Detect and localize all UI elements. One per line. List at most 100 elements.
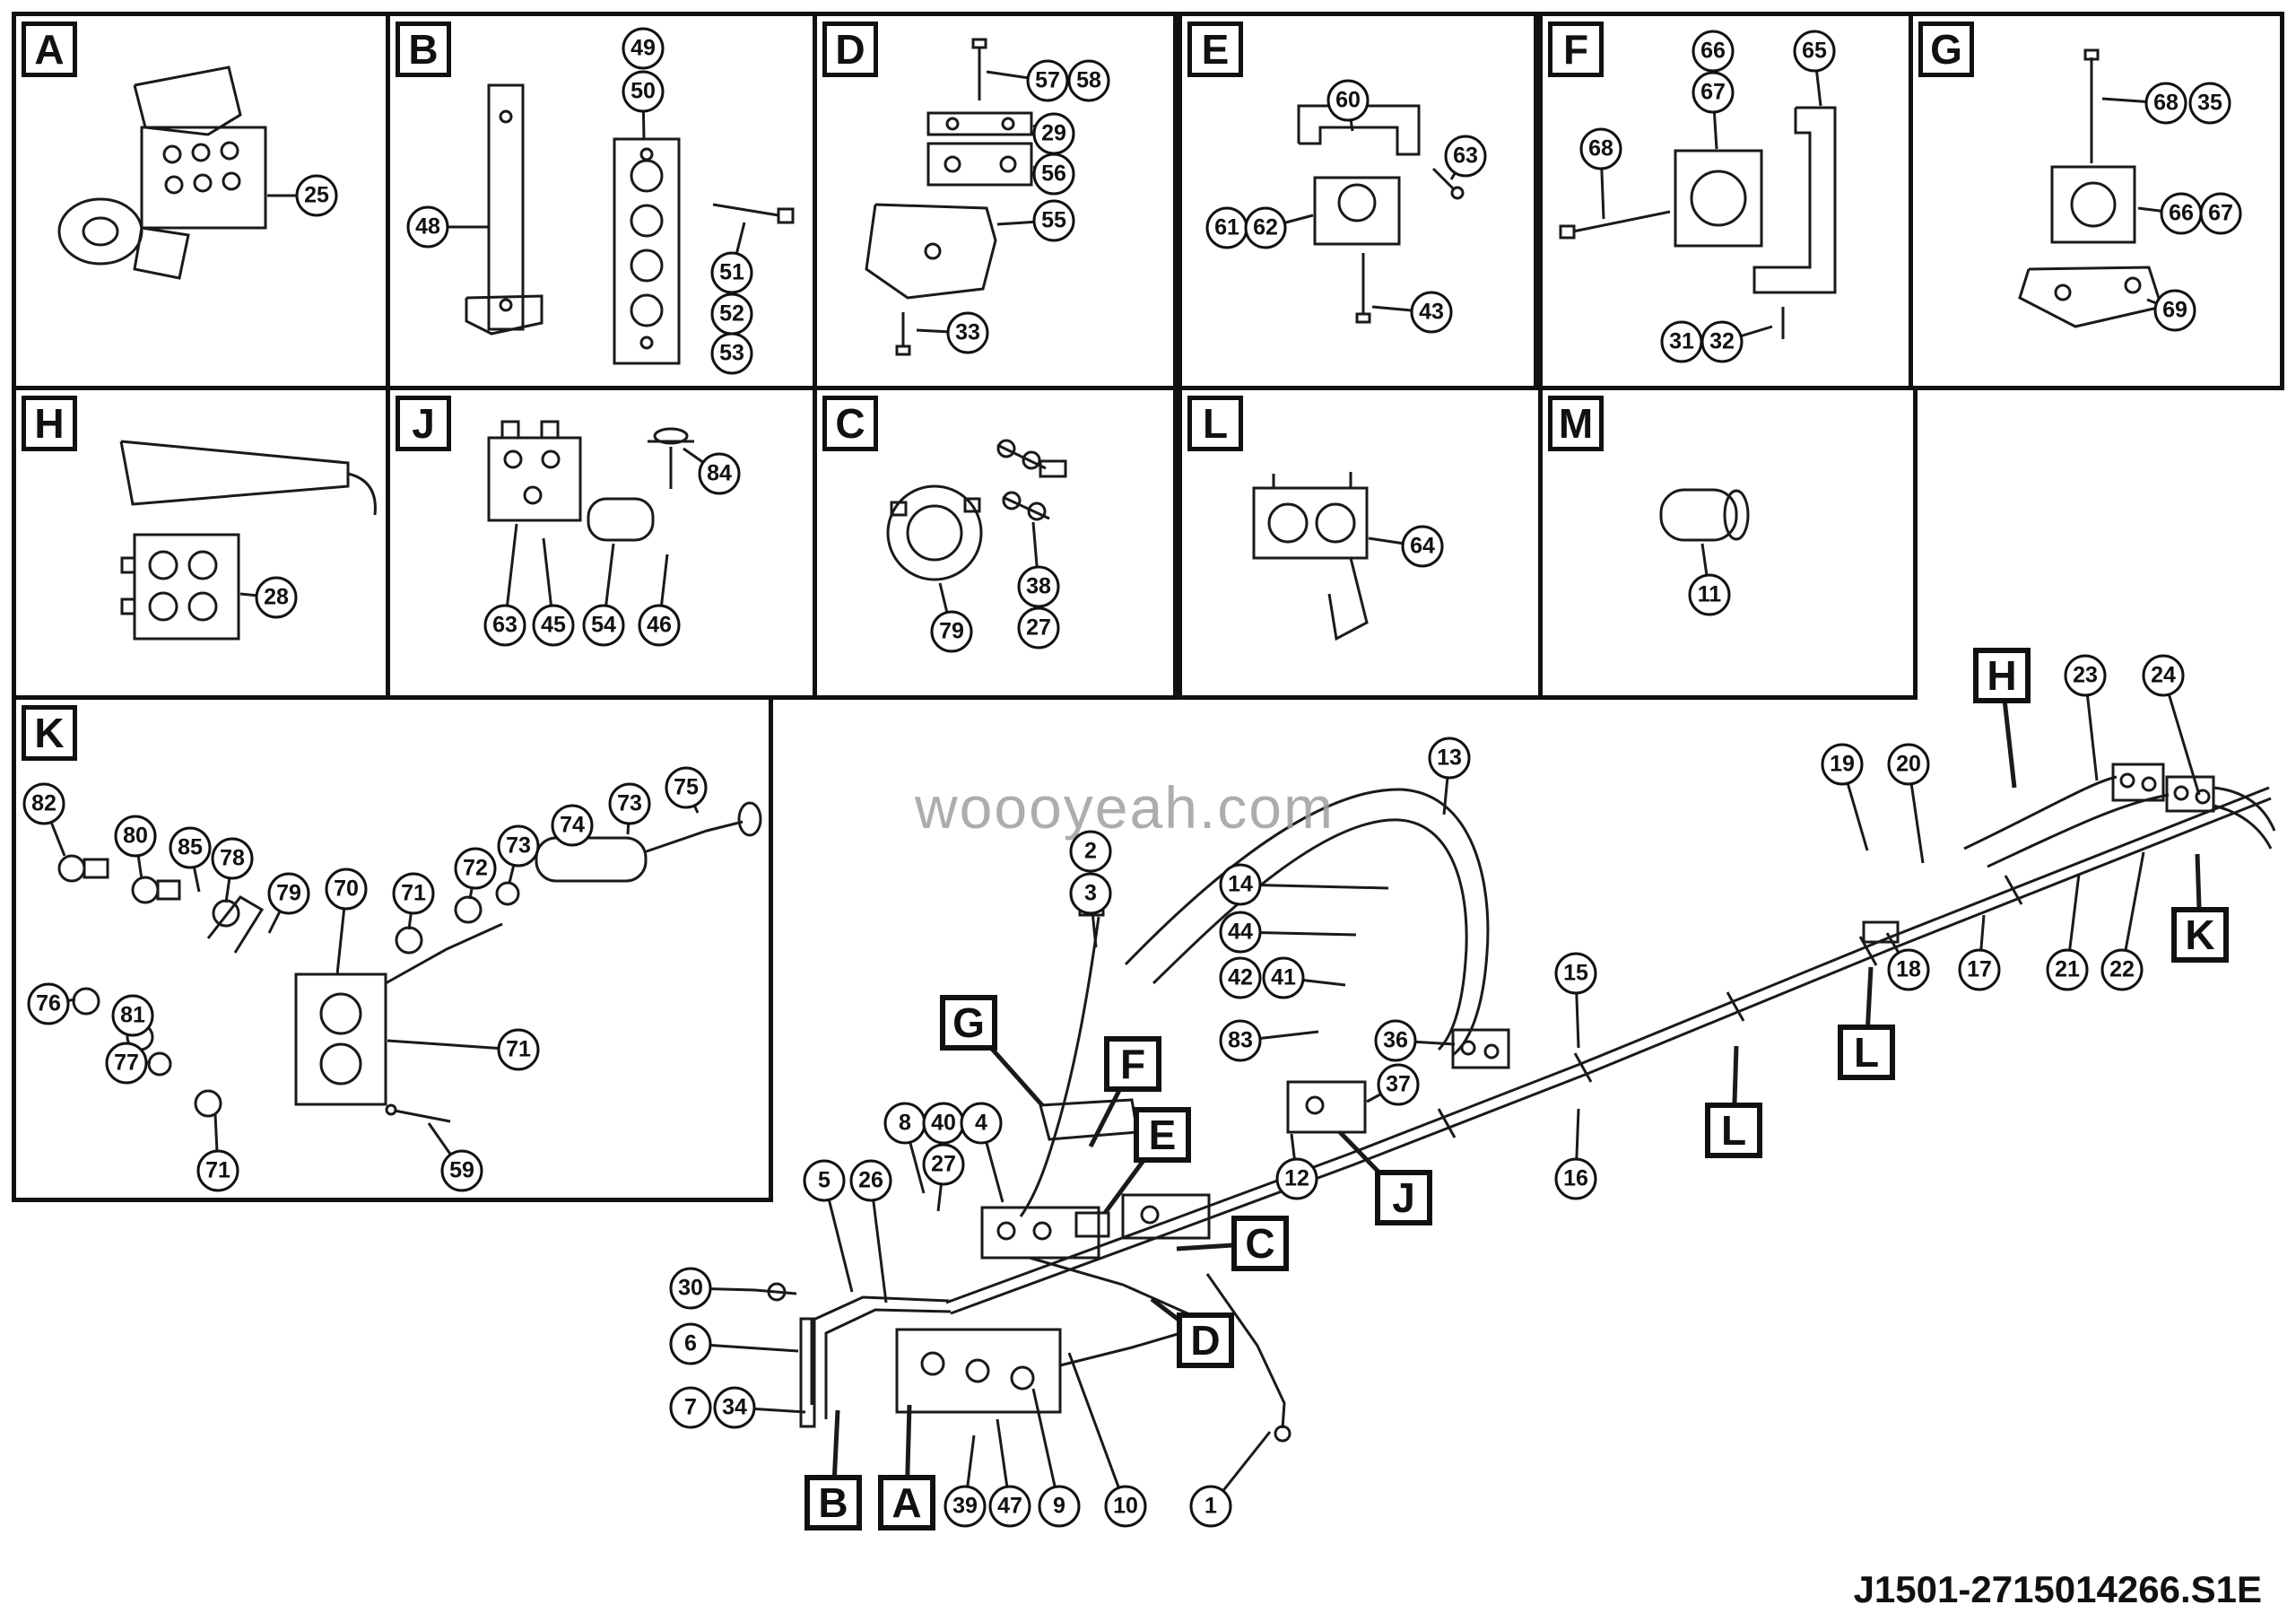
callout-57[interactable]: 57 <box>1026 59 1069 102</box>
callout-18[interactable]: 18 <box>1887 948 1930 991</box>
callout-66[interactable]: 66 <box>1692 30 1735 73</box>
callout-66[interactable]: 66 <box>2160 192 2203 235</box>
callout-79[interactable]: 79 <box>267 872 310 915</box>
callout-67[interactable]: 67 <box>2199 192 2242 235</box>
callout-65[interactable]: 65 <box>1793 30 1836 73</box>
callout-21[interactable]: 21 <box>2046 948 2089 991</box>
callout-11[interactable]: 11 <box>1688 573 1731 616</box>
callout-2[interactable]: 2 <box>1069 830 1112 873</box>
callout-62[interactable]: 62 <box>1244 206 1287 249</box>
callout-16[interactable]: 16 <box>1554 1157 1597 1200</box>
callout-48[interactable]: 48 <box>406 205 449 249</box>
callout-61[interactable]: 61 <box>1205 206 1248 249</box>
callout-31[interactable]: 31 <box>1660 320 1703 363</box>
callout-83[interactable]: 83 <box>1219 1019 1262 1062</box>
callout-38[interactable]: 38 <box>1017 565 1060 608</box>
ref-letter-L[interactable]: L <box>1838 1025 1895 1080</box>
callout-8[interactable]: 8 <box>883 1102 926 1145</box>
callout-41[interactable]: 41 <box>1262 956 1305 999</box>
callout-63[interactable]: 63 <box>1444 135 1487 178</box>
ref-letter-A[interactable]: A <box>878 1475 935 1530</box>
ref-letter-E[interactable]: E <box>1134 1107 1191 1163</box>
callout-45[interactable]: 45 <box>532 604 575 647</box>
callout-34[interactable]: 34 <box>713 1386 756 1429</box>
callout-53[interactable]: 53 <box>710 332 753 375</box>
callout-42[interactable]: 42 <box>1219 956 1262 999</box>
ref-letter-D[interactable]: D <box>1177 1312 1234 1368</box>
callout-72[interactable]: 72 <box>454 847 497 890</box>
callout-9[interactable]: 9 <box>1038 1485 1081 1528</box>
ref-letter-F[interactable]: F <box>1104 1036 1161 1092</box>
ref-letter-G[interactable]: G <box>940 995 997 1051</box>
callout-39[interactable]: 39 <box>944 1485 987 1528</box>
callout-32[interactable]: 32 <box>1700 320 1744 363</box>
ref-letter-L[interactable]: L <box>1705 1103 1762 1158</box>
callout-59[interactable]: 59 <box>440 1149 483 1192</box>
callout-71[interactable]: 71 <box>497 1028 540 1071</box>
callout-71[interactable]: 71 <box>196 1149 239 1192</box>
callout-27[interactable]: 27 <box>1017 606 1060 650</box>
callout-24[interactable]: 24 <box>2142 654 2185 697</box>
callout-73[interactable]: 73 <box>608 782 651 825</box>
callout-33[interactable]: 33 <box>946 311 989 354</box>
callout-78[interactable]: 78 <box>211 837 254 880</box>
callout-71[interactable]: 71 <box>392 872 435 915</box>
callout-67[interactable]: 67 <box>1692 71 1735 114</box>
callout-20[interactable]: 20 <box>1887 743 1930 786</box>
callout-73[interactable]: 73 <box>497 824 540 868</box>
callout-55[interactable]: 55 <box>1032 199 1075 242</box>
callout-7[interactable]: 7 <box>669 1386 712 1429</box>
callout-3[interactable]: 3 <box>1069 872 1112 915</box>
callout-56[interactable]: 56 <box>1032 153 1075 196</box>
callout-58[interactable]: 58 <box>1067 59 1110 102</box>
ref-letter-B[interactable]: B <box>804 1475 862 1530</box>
callout-30[interactable]: 30 <box>669 1267 712 1310</box>
callout-29[interactable]: 29 <box>1032 112 1075 155</box>
callout-17[interactable]: 17 <box>1958 948 2001 991</box>
callout-84[interactable]: 84 <box>698 452 741 495</box>
ref-letter-K[interactable]: K <box>2171 907 2229 963</box>
callout-77[interactable]: 77 <box>105 1042 148 1085</box>
callout-49[interactable]: 49 <box>622 27 665 70</box>
callout-76[interactable]: 76 <box>27 982 70 1025</box>
callout-81[interactable]: 81 <box>111 994 154 1037</box>
callout-35[interactable]: 35 <box>2188 82 2231 125</box>
callout-47[interactable]: 47 <box>988 1485 1031 1528</box>
callout-14[interactable]: 14 <box>1219 863 1262 906</box>
callout-44[interactable]: 44 <box>1219 911 1262 954</box>
callout-70[interactable]: 70 <box>325 868 368 911</box>
callout-26[interactable]: 26 <box>849 1159 892 1202</box>
callout-28[interactable]: 28 <box>255 576 298 619</box>
callout-40[interactable]: 40 <box>922 1102 965 1145</box>
ref-letter-H[interactable]: H <box>1973 648 2031 703</box>
callout-68[interactable]: 68 <box>2144 82 2187 125</box>
callout-10[interactable]: 10 <box>1104 1485 1147 1528</box>
callout-46[interactable]: 46 <box>638 604 681 647</box>
callout-68[interactable]: 68 <box>1579 127 1622 170</box>
callout-5[interactable]: 5 <box>803 1159 846 1202</box>
callout-1[interactable]: 1 <box>1189 1485 1232 1528</box>
callout-63[interactable]: 63 <box>483 604 526 647</box>
ref-letter-J[interactable]: J <box>1375 1170 1432 1225</box>
callout-80[interactable]: 80 <box>114 815 157 858</box>
callout-13[interactable]: 13 <box>1428 737 1471 780</box>
callout-37[interactable]: 37 <box>1377 1063 1420 1106</box>
callout-36[interactable]: 36 <box>1374 1019 1417 1062</box>
callout-22[interactable]: 22 <box>2100 948 2144 991</box>
callout-25[interactable]: 25 <box>295 174 338 217</box>
callout-19[interactable]: 19 <box>1821 743 1864 786</box>
callout-82[interactable]: 82 <box>22 782 65 825</box>
callout-6[interactable]: 6 <box>669 1322 712 1365</box>
callout-27[interactable]: 27 <box>922 1143 965 1186</box>
callout-15[interactable]: 15 <box>1554 952 1597 995</box>
callout-23[interactable]: 23 <box>2064 654 2107 697</box>
callout-79[interactable]: 79 <box>930 610 973 653</box>
callout-51[interactable]: 51 <box>710 251 753 294</box>
callout-69[interactable]: 69 <box>2153 289 2196 332</box>
callout-54[interactable]: 54 <box>582 604 625 647</box>
ref-letter-C[interactable]: C <box>1231 1216 1289 1271</box>
callout-4[interactable]: 4 <box>960 1102 1003 1145</box>
callout-74[interactable]: 74 <box>551 804 594 847</box>
callout-12[interactable]: 12 <box>1275 1157 1318 1200</box>
callout-60[interactable]: 60 <box>1326 79 1370 122</box>
